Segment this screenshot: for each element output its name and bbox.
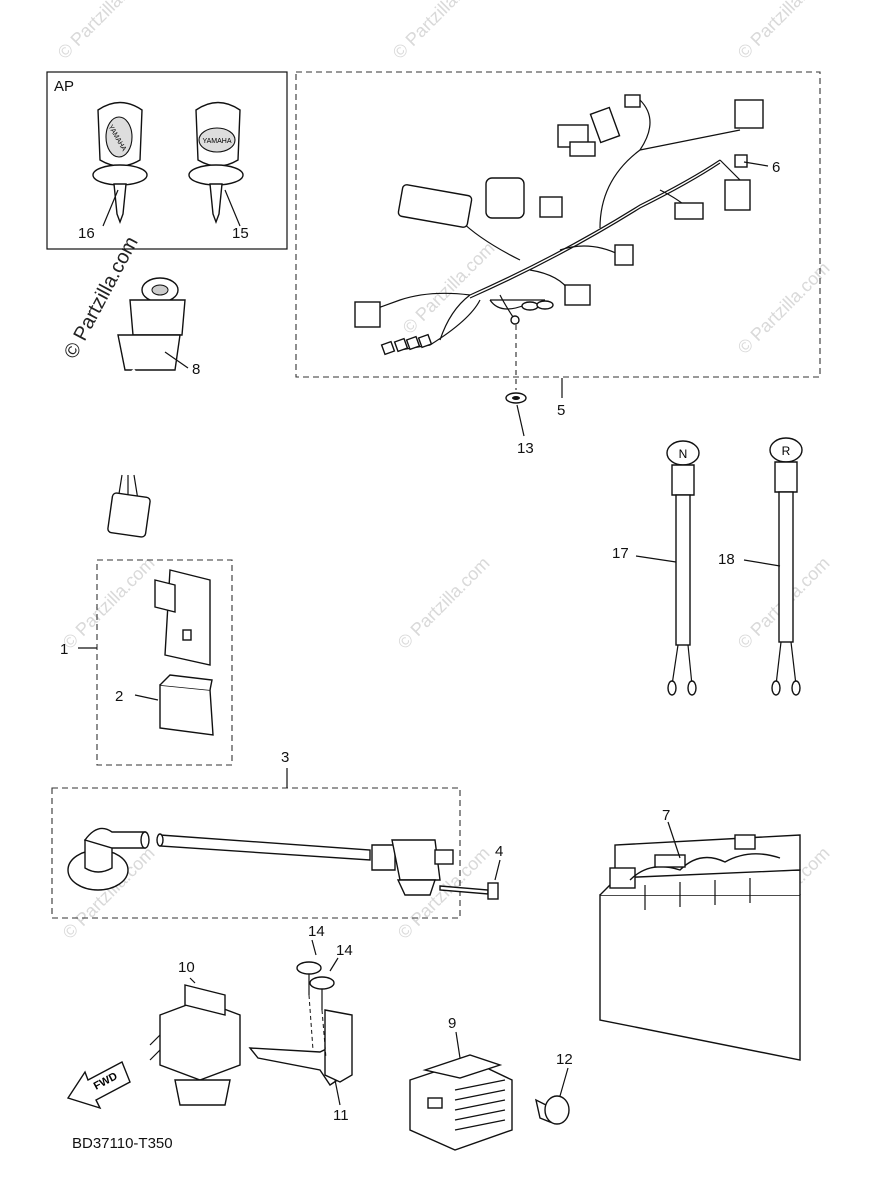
callout-18: 18 bbox=[718, 551, 735, 568]
callout-16: 16 bbox=[78, 225, 95, 242]
diagram-code: BD37110-T350 bbox=[72, 1135, 173, 1152]
callout-10: 10 bbox=[178, 959, 195, 976]
wire-harness-group: 13 5 6 bbox=[295, 71, 821, 457]
relay-10-group: 10 bbox=[149, 959, 241, 1106]
callout-13: 13 bbox=[517, 440, 534, 457]
callout-15: 15 bbox=[232, 225, 249, 242]
callout-1: 1 bbox=[60, 641, 68, 658]
watermark: © Partzilla.com bbox=[59, 553, 159, 653]
callout-2: 2 bbox=[115, 688, 123, 705]
callout-11: 11 bbox=[333, 1107, 349, 1124]
callout-17: 17 bbox=[612, 545, 629, 562]
callout-9: 9 bbox=[448, 1015, 456, 1032]
watermark: © Partzilla.com bbox=[734, 0, 834, 63]
watermark: © Partzilla.com bbox=[54, 0, 154, 63]
key-icon: YAMAHA bbox=[92, 101, 148, 224]
watermark: © Partzilla.com bbox=[394, 553, 494, 653]
forward-arrow-icon: FWD bbox=[66, 1061, 131, 1110]
bracket-group: 14 14 11 bbox=[248, 923, 353, 1124]
key-brand-text: YAMAHA bbox=[202, 138, 231, 145]
regulator-group: 9 12 bbox=[409, 1015, 573, 1151]
callout-7: 7 bbox=[662, 807, 670, 824]
watermark: © Partzilla.com bbox=[734, 258, 834, 358]
neutral-letter: N bbox=[679, 447, 688, 461]
key-icon: YAMAHA bbox=[188, 101, 244, 224]
key-kit-group: AP YAMAHA YAMAHA 16 15 bbox=[46, 71, 288, 250]
callout-6: 6 bbox=[772, 159, 780, 176]
watermark: © Partzilla.com bbox=[399, 238, 499, 338]
kit-label: AP bbox=[54, 78, 74, 95]
callout-3: 3 bbox=[281, 749, 289, 766]
callout-8: 8 bbox=[192, 361, 200, 378]
callout-14: 14 bbox=[308, 923, 325, 940]
battery-group: 7 bbox=[599, 807, 801, 1061]
callout-12: 12 bbox=[556, 1051, 573, 1068]
indicator-switch-group: N 17 R 18 bbox=[612, 437, 803, 696]
reverse-letter: R bbox=[782, 444, 791, 458]
relay-group: 1 2 bbox=[60, 559, 233, 766]
callout-4: 4 bbox=[495, 843, 503, 860]
callout-14: 14 bbox=[336, 942, 353, 959]
ignition-coil-group: 3 4 bbox=[51, 749, 503, 919]
main-switch-group: 8 bbox=[105, 277, 200, 538]
watermarks: © Partzilla.com © Partzilla.com © Partzi… bbox=[54, 0, 834, 943]
callout-5: 5 bbox=[557, 402, 565, 419]
watermark: © Partzilla.com bbox=[389, 0, 489, 63]
